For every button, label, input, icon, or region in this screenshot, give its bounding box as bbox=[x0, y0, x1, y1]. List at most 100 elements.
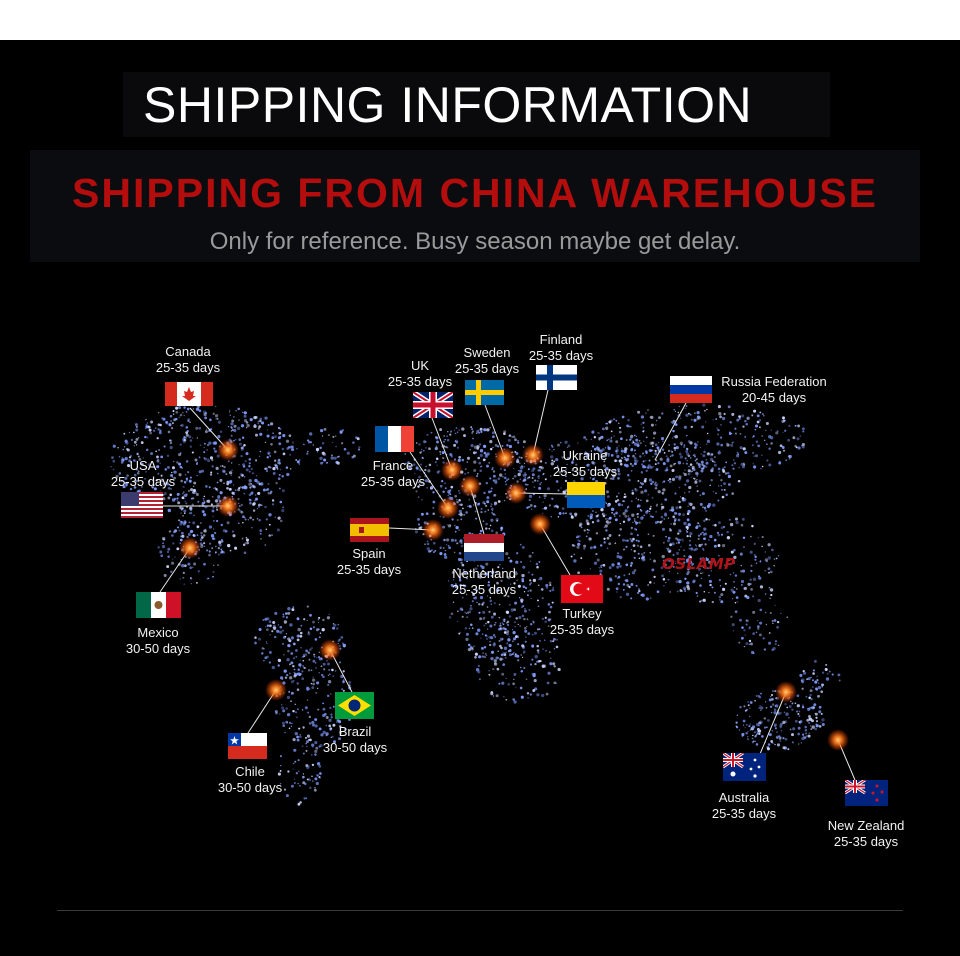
map-dot bbox=[595, 553, 598, 556]
map-dot bbox=[463, 571, 467, 575]
map-dot bbox=[426, 487, 428, 489]
map-dot bbox=[641, 482, 644, 486]
map-dot bbox=[186, 407, 190, 411]
map-dot bbox=[191, 503, 194, 506]
map-dot bbox=[508, 603, 511, 606]
map-dot bbox=[282, 615, 285, 618]
map-dot bbox=[605, 529, 608, 532]
map-dot bbox=[802, 430, 805, 433]
map-dot bbox=[506, 444, 509, 447]
map-dot bbox=[446, 524, 449, 526]
map-dot bbox=[230, 422, 234, 426]
map-dot bbox=[611, 511, 613, 514]
map-dot bbox=[600, 453, 603, 456]
map-dot bbox=[512, 682, 515, 685]
map-dot bbox=[192, 488, 196, 493]
map-dot bbox=[479, 427, 483, 431]
map-dot bbox=[643, 479, 647, 483]
map-dot bbox=[739, 618, 742, 622]
map-dot bbox=[248, 478, 252, 483]
map-dot bbox=[763, 648, 767, 651]
map-dot bbox=[287, 649, 290, 653]
map-dot bbox=[468, 627, 471, 630]
map-dot bbox=[288, 727, 291, 730]
map-dot bbox=[177, 406, 182, 410]
map-dot bbox=[627, 518, 631, 522]
map-dot bbox=[465, 632, 469, 636]
map-dot bbox=[756, 420, 760, 424]
map-dot bbox=[782, 416, 785, 420]
map-dot bbox=[569, 512, 573, 516]
map-dot bbox=[112, 468, 115, 471]
map-dot bbox=[557, 516, 560, 518]
map-dot bbox=[506, 642, 509, 645]
map-dot bbox=[319, 446, 322, 450]
map-dot bbox=[699, 533, 702, 536]
map-dot bbox=[686, 584, 690, 589]
map-dot bbox=[288, 690, 291, 693]
map-dot bbox=[346, 451, 350, 455]
map-dot bbox=[210, 471, 213, 474]
map-dot bbox=[697, 567, 701, 571]
map-dot bbox=[252, 518, 255, 521]
map-dot bbox=[482, 520, 485, 523]
map-dot bbox=[795, 710, 799, 713]
map-dot bbox=[711, 600, 714, 604]
map-dot bbox=[641, 553, 644, 556]
map-dot bbox=[742, 536, 746, 539]
map-dot bbox=[717, 554, 720, 557]
map-dot bbox=[319, 456, 323, 461]
map-dot bbox=[664, 512, 667, 515]
map-dot bbox=[761, 435, 763, 437]
map-dot bbox=[516, 552, 519, 555]
map-dot bbox=[754, 424, 759, 428]
map-dot bbox=[466, 456, 471, 460]
map-dot bbox=[320, 673, 324, 677]
map-dot bbox=[181, 496, 185, 500]
map-dot bbox=[439, 450, 442, 453]
map-dot bbox=[439, 552, 443, 556]
map-dot bbox=[215, 488, 218, 491]
map-dot bbox=[755, 440, 759, 443]
map-dot bbox=[133, 445, 136, 447]
map-dot bbox=[292, 440, 294, 443]
map-dot bbox=[749, 550, 753, 554]
map-dot bbox=[490, 574, 493, 577]
map-dot bbox=[508, 615, 512, 618]
map-dot bbox=[184, 493, 188, 498]
map-dot bbox=[485, 562, 489, 566]
map-dot bbox=[540, 576, 543, 580]
map-dot bbox=[531, 573, 534, 576]
map-dot bbox=[170, 426, 174, 430]
map-dot bbox=[240, 503, 243, 506]
map-dot bbox=[265, 528, 268, 531]
map-dot bbox=[729, 573, 732, 576]
map-dot bbox=[549, 618, 552, 620]
map-dot bbox=[487, 490, 491, 494]
map-dot bbox=[292, 642, 296, 646]
map-dot bbox=[708, 591, 710, 594]
chile-flag-icon bbox=[228, 733, 267, 759]
map-dot bbox=[722, 525, 726, 529]
map-dot bbox=[600, 435, 604, 439]
map-dot bbox=[735, 721, 738, 724]
map-dot bbox=[332, 705, 335, 708]
map-dot bbox=[583, 436, 586, 439]
map-dot bbox=[785, 459, 788, 462]
map-dot bbox=[804, 728, 808, 732]
map-dot bbox=[189, 476, 192, 479]
map-dot bbox=[497, 445, 500, 448]
map-dot bbox=[140, 441, 144, 444]
map-dot bbox=[426, 433, 429, 436]
map-dot bbox=[432, 512, 435, 516]
map-dot bbox=[228, 471, 233, 475]
map-dot bbox=[301, 775, 305, 779]
map-dot bbox=[358, 446, 361, 449]
map-dot bbox=[279, 782, 282, 785]
map-dot bbox=[624, 514, 628, 518]
map-dot bbox=[784, 703, 787, 706]
map-dot bbox=[401, 478, 404, 481]
world-map bbox=[110, 389, 856, 806]
